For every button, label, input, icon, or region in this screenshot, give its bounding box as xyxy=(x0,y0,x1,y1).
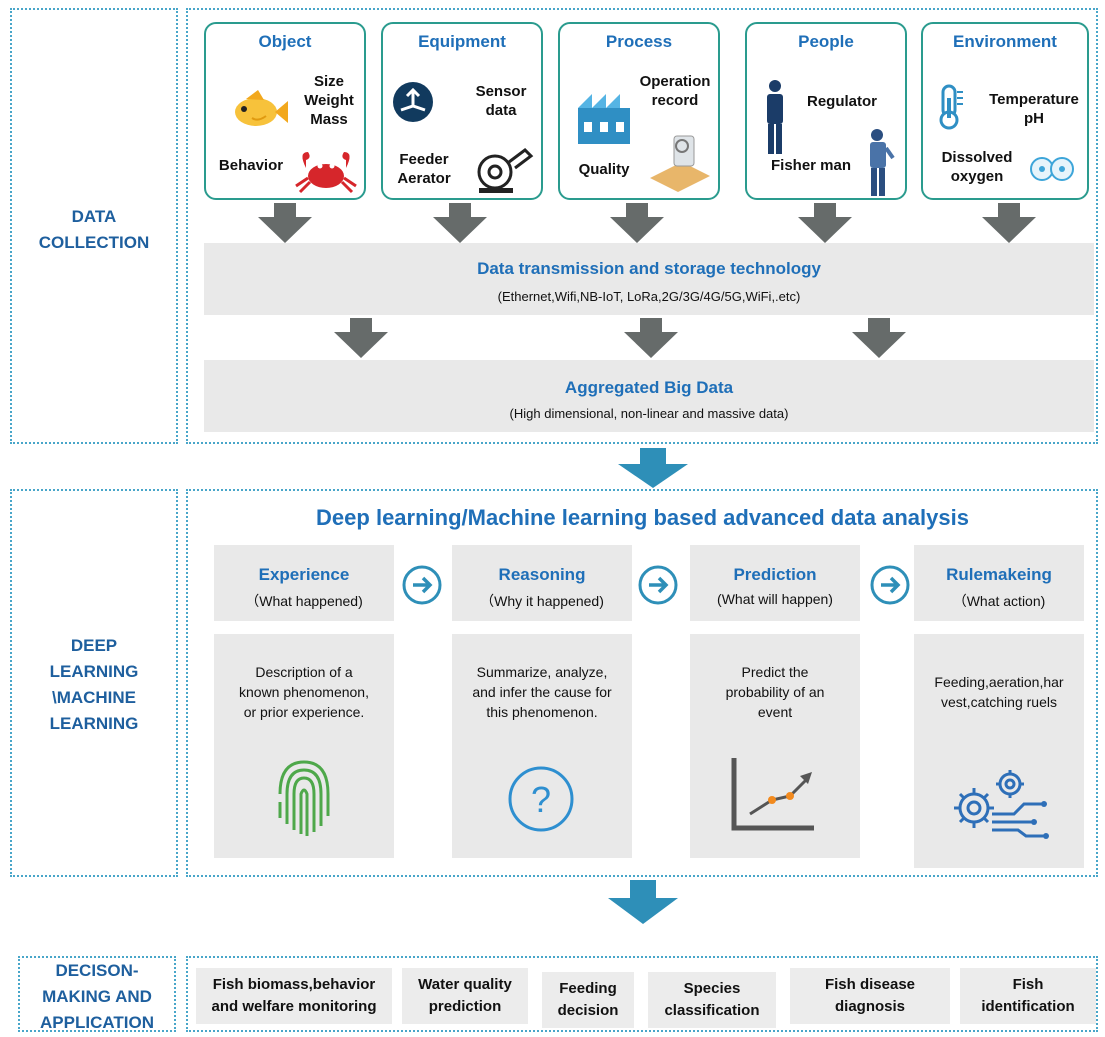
source-card-process: Process Operation record Quality xyxy=(558,22,720,200)
down-arrow-icon xyxy=(982,203,1036,243)
stage-description: Description of a known phenomenon, or pr… xyxy=(239,664,369,720)
section-label-decision: DECISON- MAKING AND APPLICATION xyxy=(40,961,154,1032)
source-card-environment: Environment Temperature pH Dissolved oxy… xyxy=(921,22,1089,200)
down-arrow-icon xyxy=(610,203,664,243)
flow-arrow-icon xyxy=(608,880,678,924)
stage-title: Rulemakeing xyxy=(946,565,1052,584)
deep-learning-label-frame xyxy=(10,489,178,877)
circle-arrow-right-icon xyxy=(870,565,910,605)
stage-title: Prediction xyxy=(733,565,817,584)
fisherman-icon xyxy=(870,129,895,196)
data-collection-label-frame xyxy=(10,8,178,444)
card-title-object: Object xyxy=(258,32,312,51)
stage-panel-experience: Description of a known phenomenon, or pr… xyxy=(214,634,394,858)
circle-arrow-right-icon xyxy=(638,565,678,605)
gears-icon xyxy=(954,770,1049,839)
stage-subtitle: （What action) xyxy=(952,593,1046,609)
thermometer-icon xyxy=(939,84,963,130)
stage-subtitle: （What happened) xyxy=(245,593,363,609)
application-water-quality: Water quality prediction xyxy=(402,968,528,1024)
circle-arrow-right-icon xyxy=(402,565,442,605)
factory-icon xyxy=(578,94,630,144)
regulator-icon xyxy=(767,80,783,154)
object-behavior-label: Behavior xyxy=(218,157,284,174)
crab-icon xyxy=(295,152,357,194)
decision-frame xyxy=(186,956,1098,1032)
stage-panel-prediction: Predict the probability of an event xyxy=(690,634,860,858)
source-card-equipment: Equipment Sensor data Feeder Aerator xyxy=(381,22,543,200)
stage-header-prediction: Prediction (What will happen) xyxy=(690,545,860,621)
flow-arrow-icon xyxy=(618,448,688,488)
sensor-icon xyxy=(393,82,433,122)
stage-subtitle: （Why it happened) xyxy=(480,593,604,609)
stage-description: Predict the probability of an event xyxy=(725,664,825,720)
aggregated-data-panel: Aggregated Big Data (High dimensional, n… xyxy=(204,360,1094,432)
aggregated-title: Aggregated Big Data xyxy=(564,378,734,397)
stage-header-reasoning: Reasoning （Why it happened) xyxy=(452,545,632,621)
source-card-object: Object Size Weight Mass Behavior xyxy=(204,22,366,200)
stage-header-rulemaking: Rulemakeing （What action) xyxy=(914,545,1084,621)
application-biomass-monitoring: Fish biomass,behavior and welfare monito… xyxy=(196,968,392,1024)
transmission-title: Data transmission and storage technology xyxy=(477,259,821,278)
equipment-feeder-label: Feeder Aerator xyxy=(397,151,451,187)
aerator-icon xyxy=(477,148,534,193)
down-arrow-icon xyxy=(798,203,852,243)
process-operation-label: Operation record xyxy=(639,73,711,109)
people-regulator-label: Regulator xyxy=(806,93,877,110)
stage-panel-rulemaking: Feeding,aeration,har vest,catching ruels xyxy=(914,634,1084,868)
stage-subtitle: (What will happen) xyxy=(717,591,833,607)
equipment-sensor-label: Sensor data xyxy=(475,83,527,119)
stage-title: Reasoning xyxy=(498,565,586,584)
card-title-people: People xyxy=(798,32,854,51)
deep-learning-frame xyxy=(186,489,1098,877)
section-label-data-collection: DATA COLLECTION xyxy=(38,207,150,252)
application-disease-diagnosis: Fish disease diagnosis xyxy=(790,968,950,1024)
down-arrow-icon xyxy=(433,203,487,243)
question-icon: ? xyxy=(508,766,574,832)
fingerprint-icon xyxy=(278,760,330,836)
decision-label-frame xyxy=(18,956,176,1032)
down-arrow-icon xyxy=(334,318,388,358)
quality-inspection-icon xyxy=(650,135,710,192)
down-arrow-icon xyxy=(852,318,906,358)
environment-temperature-label: Temperature pH xyxy=(989,91,1079,127)
analysis-title: Deep learning/Machine learning based adv… xyxy=(316,505,969,530)
stage-title: Experience xyxy=(258,565,350,584)
fish-icon xyxy=(235,90,288,126)
application-species-classification: Species classification xyxy=(648,972,776,1028)
process-quality-label: Quality xyxy=(578,161,630,178)
aggregated-subtitle: (High dimensional, non-linear and massiv… xyxy=(509,406,789,421)
stage-header-experience: Experience （What happened) xyxy=(214,545,394,621)
card-title-process: Process xyxy=(605,32,673,51)
svg-text:?: ? xyxy=(531,779,551,820)
down-arrow-icon xyxy=(624,318,678,358)
application-fish-identification: Fish identification xyxy=(960,968,1096,1024)
oxygen-bubbles-icon xyxy=(1030,157,1074,181)
stage-panel-reasoning: Summarize, analyze, and infer the cause … xyxy=(452,634,632,858)
section-label-deep-learning: DEEP LEARNING \MACHINE LEARNING xyxy=(49,636,139,733)
object-size-label: Size Weight Mass xyxy=(304,73,354,128)
stage-description: Feeding,aeration,har vest,catching ruels xyxy=(934,674,1064,710)
trend-chart-icon xyxy=(731,758,814,831)
card-title-environment: Environment xyxy=(953,32,1057,51)
environment-oxygen-label: Dissolved oxygen xyxy=(941,149,1013,185)
transmission-panel: Data transmission and storage technology… xyxy=(204,243,1094,315)
down-arrow-icon xyxy=(258,203,312,243)
transmission-subtitle: (Ethernet,Wifi,NB-IoT, LoRa,2G/3G/4G/5G,… xyxy=(497,289,801,304)
application-feeding-decision: Feeding decision xyxy=(542,972,634,1028)
data-collection-frame xyxy=(186,8,1098,444)
people-fisher-label: Fisher man xyxy=(770,157,852,174)
stage-description: Summarize, analyze, and infer the cause … xyxy=(472,664,612,720)
card-title-equipment: Equipment xyxy=(418,32,506,51)
source-card-people: People Regulator Fisher man xyxy=(745,22,907,200)
